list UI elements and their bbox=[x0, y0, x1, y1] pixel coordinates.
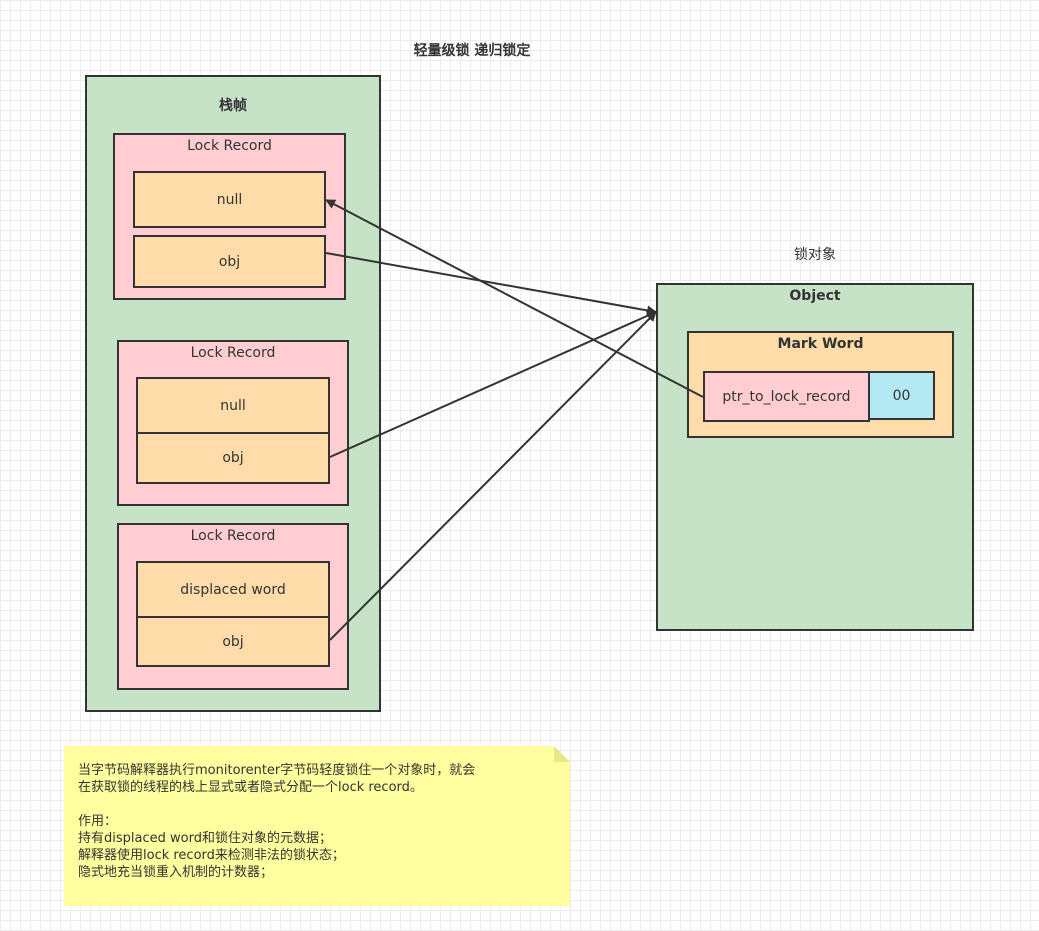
mark-word-label: Mark Word bbox=[777, 336, 864, 352]
diagram-title: 轻量级锁 递归锁定 bbox=[413, 43, 531, 59]
lock-record-1-obj-cell[interactable]: obj bbox=[133, 235, 326, 288]
explanation-note: 当字节码解释器执行monitorenter字节码轻度锁住一个对象时，就会 在获取… bbox=[64, 746, 570, 906]
lock-record-2-obj-cell[interactable]: obj bbox=[136, 432, 330, 484]
ptr-to-lock-record-cell[interactable]: ptr_to_lock_record bbox=[703, 371, 870, 422]
lock-record-1-null-cell[interactable]: null bbox=[133, 171, 326, 228]
lock-record-2-null-cell[interactable]: null bbox=[136, 377, 330, 434]
arrow-ptr-to-first-record bbox=[325, 199, 704, 398]
lock-record-3-label: Lock Record bbox=[190, 528, 276, 544]
lock-record-1-label: Lock Record bbox=[187, 138, 272, 154]
lock-object-caption: 锁对象 bbox=[794, 247, 836, 263]
arrow-record-2-obj-to-object bbox=[329, 311, 657, 458]
lock-bits-cell[interactable]: 00 bbox=[868, 371, 935, 420]
stack-frame-label: 栈帧 bbox=[219, 98, 247, 114]
arrow-record-1-obj-to-object bbox=[325, 252, 657, 316]
ptr-to-lock-record-text: ptr_to_lock_record bbox=[722, 388, 851, 405]
arrow-record-3-obj-to-object bbox=[329, 311, 657, 641]
object-label: Object bbox=[789, 288, 841, 304]
lock-record-2-label: Lock Record bbox=[190, 345, 276, 361]
lock-record-3-obj-cell[interactable]: obj bbox=[136, 616, 330, 667]
